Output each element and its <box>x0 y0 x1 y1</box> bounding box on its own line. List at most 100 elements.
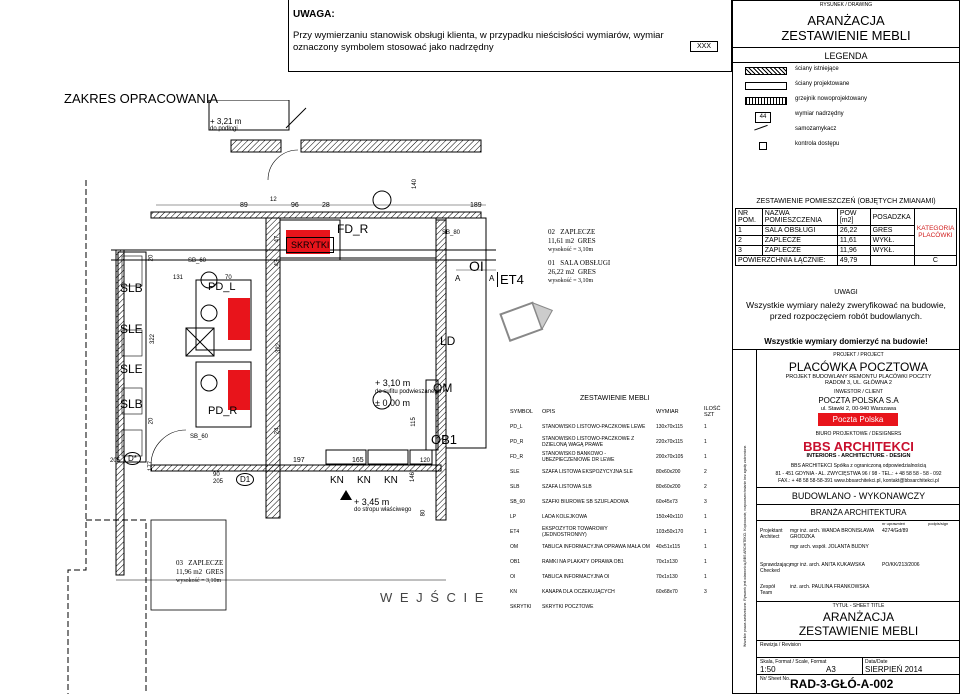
room-03-num: 03 <box>176 559 183 567</box>
dim-322: 322 <box>150 333 157 345</box>
divider <box>732 47 960 48</box>
level-mid: + 3,10 m <box>375 378 411 388</box>
format-value: A3 <box>826 665 836 674</box>
side-text: Wszelkie prawa zastrzeżone. Rysunek jest… <box>743 444 747 647</box>
room-03-floor: GRES <box>205 568 224 576</box>
rooms-cell: ZAPLECZE <box>761 245 838 256</box>
room-02-outline <box>445 217 487 449</box>
drawing-title-1: ARANŻACJA <box>807 13 885 28</box>
furniture-cell: 1 <box>704 543 707 550</box>
wall-designed-icon <box>745 82 787 90</box>
dim-96: 96 <box>291 202 299 209</box>
furniture-cell: SLB <box>510 483 520 490</box>
furniture-cell: SKRYTKI <box>510 603 532 610</box>
furniture-cell: 1 <box>704 528 707 535</box>
team-role: Sprawdzający Checked <box>760 562 792 574</box>
rooms-cell: 11,96 <box>836 245 871 256</box>
room-03-outline <box>150 519 227 611</box>
investor-name: POCZTA POLSKA S.A <box>818 396 899 405</box>
room-02-area: 11,61 m2 <box>548 237 575 245</box>
divider <box>757 520 960 521</box>
project-label: PROJEKT / PROJECT <box>833 352 884 358</box>
sheet-no-label: Nr/ Sheet No. <box>760 676 791 682</box>
category-cell: KATEGORIA PLACÓWKI <box>913 208 958 256</box>
level-top-sub: do podłogi <box>210 126 238 132</box>
category-value: C <box>913 255 958 266</box>
furniture-cell <box>702 599 724 614</box>
notice-box <box>288 0 732 72</box>
room-03-tag: 03 ZAPLECZE 11,96 m2 GRES wysokość = 3,1… <box>176 559 224 586</box>
dim-165: 165 <box>352 457 364 464</box>
uwagi-title: UWAGI <box>834 289 858 296</box>
furniture-cell: FD_R <box>510 453 524 460</box>
furniture-col-symbol: SYMBOL <box>510 409 533 415</box>
tag-kn-2: KN <box>357 475 371 486</box>
rooms-header-row: NR POM. NAZWA POMIESZCZENIA POW [m2] POS… <box>735 208 958 256</box>
dim-120: 120 <box>420 458 431 464</box>
scope-boundary <box>67 180 87 694</box>
sheet-top-label: RYSUNEK / DRAWING <box>819 2 873 8</box>
wall-top <box>150 211 482 219</box>
room-01-area: 26,22 m2 <box>548 268 575 276</box>
dim-12: 12 <box>270 197 277 203</box>
poczta-logo: Poczta Polska <box>818 413 898 426</box>
measure-note: Wszystkie wymiary domierzyć na budowie! <box>764 337 928 346</box>
furniture-cell: RAMKI NA PLAKATY OPRAWA OB1 <box>542 558 624 565</box>
rooms-cell: SALA OBSŁUGI <box>761 225 838 236</box>
tag-skrytki: SKRYTKI <box>286 237 335 253</box>
room-02-height: wysokość = 3,10m <box>548 247 594 253</box>
furniture-cell: SZAFKI BIUROWE SB SZUFLADOWA <box>542 498 629 505</box>
access-control-icon <box>759 142 767 150</box>
rooms-cell: 3 <box>735 245 763 256</box>
tag-om: OM <box>433 381 453 395</box>
dim-20-a: 20 <box>148 254 155 262</box>
tag-a-1: A <box>455 274 461 283</box>
furniture-cell: OI <box>510 573 516 580</box>
rooms-cell: GRES <box>869 225 915 236</box>
team-col-sign: podpis/sign <box>928 521 949 526</box>
legend-item-label: samozamykacz <box>795 126 837 132</box>
rooms-col-floor: POSADZKA <box>869 208 915 226</box>
dim-146: 146 <box>410 471 417 483</box>
legend-item-label: wymiar nadrzędny <box>795 111 844 117</box>
furniture-table-header: SYMBOL OPIS WYMIAR ILOŚĆ SZT <box>508 405 724 419</box>
tag-slb-1: SLB <box>120 281 143 295</box>
tag-d1: D1 <box>236 473 255 486</box>
divider <box>757 640 960 641</box>
rooms-cell: ZAPLECZE <box>761 235 838 246</box>
furniture-cell: TABLICA INFORMACYJNA OPRAWA MAŁA OM <box>542 543 650 550</box>
notice-symbol-text: XXX <box>696 43 711 50</box>
divider <box>732 62 960 63</box>
revision-label: Rewizja / Revision <box>760 642 801 648</box>
bbs-tagline: INTERIORS - ARCHITECTURE - DESIGN <box>806 453 911 459</box>
project-sub: PROJEKT BUDOWLANY REMONTU PLACÓWKI POCZT… <box>785 374 932 386</box>
dim-89: 89 <box>240 202 248 209</box>
tag-sle-1: SLE <box>120 322 143 336</box>
room-01-floor: GRES <box>577 268 596 276</box>
room-02-tag: 02 ZAPLECZE 11,61 m2 GRES wysokość = 3,1… <box>548 228 596 255</box>
furniture-cell: KN <box>510 588 517 595</box>
furniture-cell: KANAPA DLA OCZEKUJĄCYCH <box>542 588 615 595</box>
furniture-cell: SZAFA LISTOWA SLB <box>542 483 592 490</box>
team-name: mgr arch. współ. JOLANTA BUDNY <box>790 544 869 550</box>
total-value: 49,79 <box>836 255 871 266</box>
divider <box>757 657 960 658</box>
dim-115: 115 <box>410 417 417 427</box>
furniture-cell: 150x40x110 <box>656 513 683 520</box>
chair-3 <box>200 374 218 392</box>
bbs-logo: BBS ARCHITEKCI <box>803 439 914 454</box>
team-lic: PO/KK/213/2006 <box>882 562 920 568</box>
team-name: inż. arch. PAULINA FRANKOWSKA <box>790 584 870 590</box>
furniture-cell: 60x45x73 <box>656 498 678 505</box>
tag-sb80: SB_80 <box>442 230 461 236</box>
furniture-col-dim: WYMIAR <box>656 409 679 415</box>
tag-pd-l: PD_L <box>208 281 236 293</box>
